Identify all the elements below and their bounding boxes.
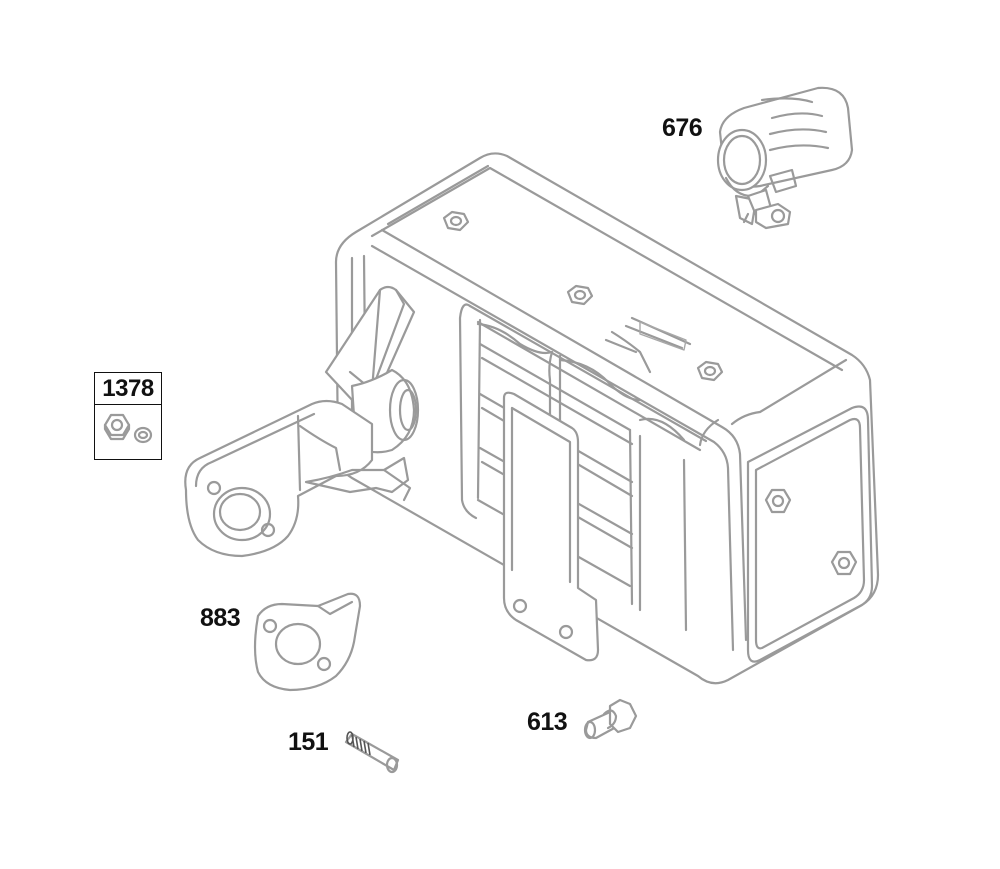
hex-nut-end-2 <box>830 550 858 576</box>
hex-nut-top-1 <box>442 210 470 232</box>
stud-151[interactable] <box>344 731 400 774</box>
muffler-inlet-flange[interactable] <box>184 285 420 558</box>
hex-nut-top-2 <box>566 284 594 306</box>
callout-151[interactable]: 151 <box>288 728 329 756</box>
nut-and-washer-icon <box>103 413 153 444</box>
exhaust-clamp-676[interactable] <box>716 86 854 230</box>
callout-676[interactable]: 676 <box>662 114 703 142</box>
exhaust-gasket-883[interactable] <box>253 592 362 692</box>
kit-box-1378[interactable]: 1378 <box>94 372 162 460</box>
hex-nut-icon <box>103 413 131 441</box>
callout-883[interactable]: 883 <box>200 604 241 632</box>
callout-613[interactable]: 613 <box>527 708 568 736</box>
callout-1378: 1378 <box>95 373 161 405</box>
lock-washer-icon <box>133 426 153 444</box>
hex-nut-top-3 <box>696 360 724 382</box>
hex-nut-end-1 <box>764 488 792 514</box>
flange-bolt-613[interactable] <box>583 698 638 740</box>
